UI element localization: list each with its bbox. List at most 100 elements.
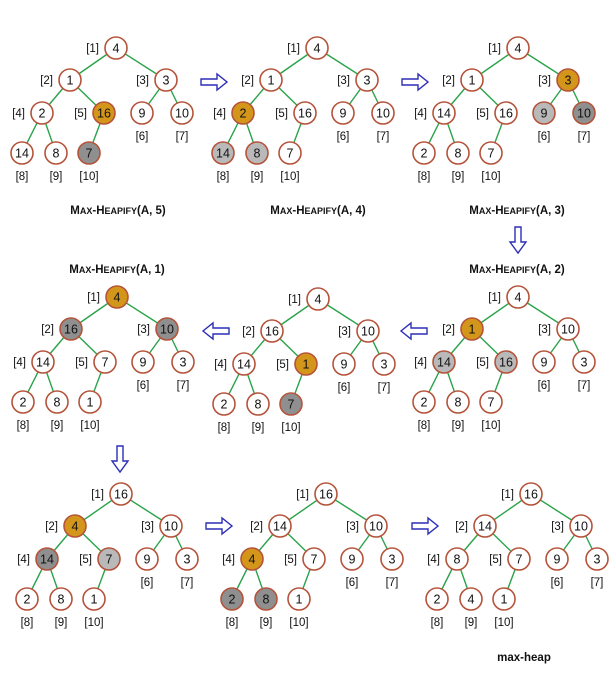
heap-node-circle [479,141,503,165]
heap-node-value: 2 [434,593,441,607]
heap-node-value: 14 [437,356,451,370]
heap-node-value: 4 [315,293,322,307]
array-index-label: [10] [79,171,98,183]
array-index-label: [9] [51,420,64,432]
heap-node-value: 9 [144,553,151,567]
array-index-label: [10] [289,617,308,629]
array-index-label: [8] [21,617,34,629]
array-index-label: [7] [378,382,391,394]
heap-node-circle [220,587,244,611]
heap-node-value: 8 [58,593,65,607]
array-index-label: [8] [431,617,444,629]
heap-node: 8[9] [44,141,68,183]
heap-node-circle [211,141,235,165]
array-index-label: [8] [218,422,231,434]
heap-node-value: 14 [237,358,251,372]
heap-node: 14[4] [17,547,59,571]
heap-node: 8[9] [446,141,470,183]
heap-node-circle [569,514,593,538]
heap-node: 9[6] [130,101,154,143]
heap-node: 2[8] [412,141,436,183]
array-index-label: [9] [260,617,273,629]
array-index-label: [2] [455,521,468,533]
heap-node: 10[3] [346,514,388,538]
array-index-label: [8] [418,171,431,183]
heap-node: 7[10] [77,141,101,183]
heap-node-value: 10 [561,323,575,337]
heap-node-circle [97,547,121,571]
heap-node-value: 4 [515,42,522,56]
heap-node: 1[5] [276,352,318,376]
heap-node-circle [268,514,292,538]
heap-node-circle [356,319,380,343]
heap-node-value: 9 [554,553,561,567]
heap-node-circle [585,547,609,571]
heap-node-circle [278,141,302,165]
array-index-label: [4] [222,554,235,566]
heap-node-circle [212,392,236,416]
heap-node-value: 10 [577,107,591,121]
array-index-label: [9] [252,422,265,434]
heap-node-circle [331,101,355,125]
heap-node: 14[2] [250,514,292,538]
heap-node-value: 9 [139,107,146,121]
heap-node-circle [459,587,483,611]
heap-node-value: 7 [106,553,113,567]
heap-tree-7: 16[1]4[2]10[3]14[4]7[5]9[6]3[7]2[8]8[9]1… [15,482,199,629]
heap-node: 16[5] [275,101,317,125]
heap-node: 16[1] [501,482,543,506]
heap-node-circle [59,317,83,341]
array-index-label: [1] [87,292,100,304]
heap-node-value: 7 [488,147,495,161]
heap-node-circle [556,68,580,92]
array-index-label: [9] [50,171,63,183]
heap-tree-2: 4[1]1[2]3[3]2[4]16[5]9[6]10[7]14[8]8[9]7… [211,36,395,183]
heap-node: 1[10] [287,587,311,629]
heap-node-circle [532,350,556,374]
heap-node: 10[3] [137,317,179,341]
array-index-label: [4] [17,554,30,566]
heap-node: 7[10] [278,141,302,183]
array-index-label: [8] [217,171,230,183]
heap-node-circle [245,141,269,165]
heap-node-circle [425,587,449,611]
array-index-label: [5] [79,554,92,566]
array-index-label: [3] [136,75,149,87]
heap-node-circle [380,547,404,571]
heap-node-value: 7 [288,398,295,412]
array-index-label: [4] [12,108,25,120]
heap-node-circle [473,514,497,538]
heap-node: 16[2] [242,319,284,343]
heap-node: 3[7] [572,350,596,392]
heap-node-circle [460,68,484,92]
heap-node: 9[6] [131,350,155,392]
array-index-label: [10] [84,617,103,629]
max-heapify-caption: MAX-HEAPIFY(A, 3) [469,205,565,217]
heap-node-value: 7 [516,553,523,567]
heap-node-circle [460,317,484,341]
heap-node: 3[7] [171,350,195,392]
heap-node: 1[2] [40,68,82,92]
heap-node-circle [446,141,470,165]
heap-node-circle [171,350,195,374]
heap-node: 10[3] [338,319,380,343]
heap-node-value: 10 [160,323,174,337]
heap-node: 7[10] [479,390,503,432]
array-index-label: [10] [281,422,300,434]
heap-node: 14[8] [211,141,235,183]
heap-node-value: 8 [254,147,261,161]
heap-node-value: 1 [268,74,275,88]
heap-node-value: 3 [389,553,396,567]
heap-node: 1[10] [492,587,516,629]
heap-node-circle [49,587,73,611]
heap-node-value: 10 [164,520,178,534]
array-index-label: [10] [494,617,513,629]
heap-node-value: 8 [255,398,262,412]
heap-node-circle [556,317,580,341]
heap-node-value: 4 [314,42,321,56]
heap-tree-8: 16[1]14[2]10[3]4[4]7[5]9[6]3[7]2[8]8[9]1… [220,482,404,629]
heap-node-circle [11,390,35,414]
heap-node-circle [532,101,556,125]
heap-node-value: 2 [229,593,236,607]
heap-node-circle [412,390,436,414]
